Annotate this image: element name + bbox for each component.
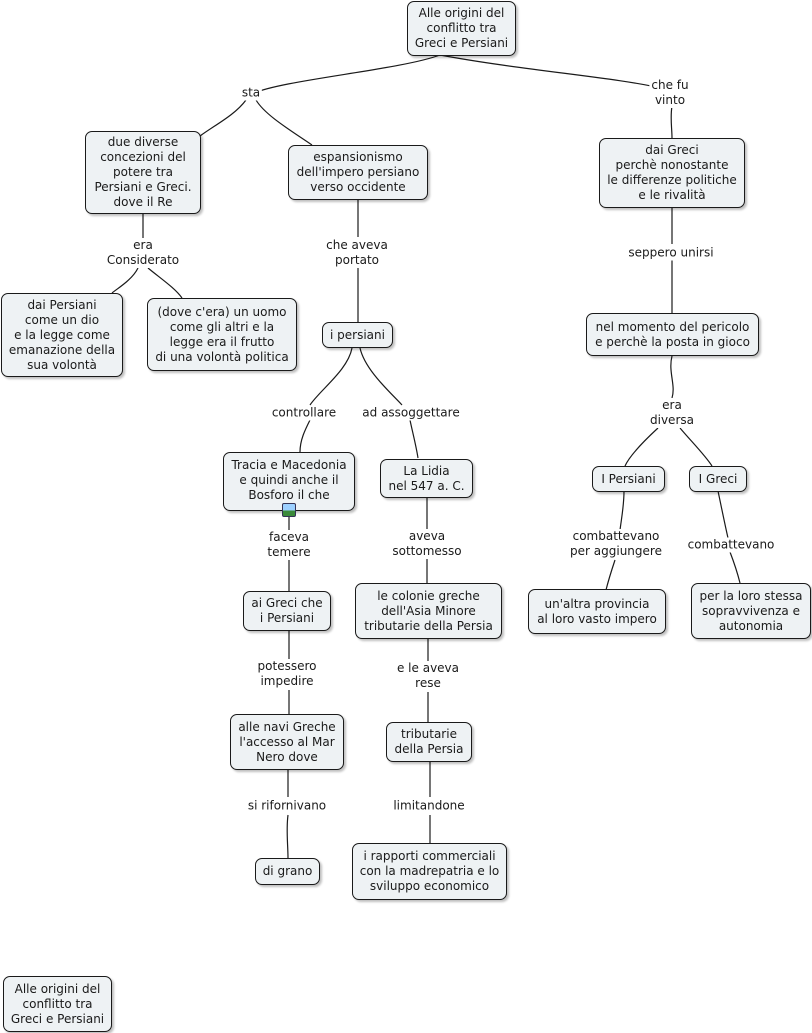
label-sta: sta xyxy=(239,85,263,101)
label-si-rifornivano: si rifornivano xyxy=(245,798,329,814)
node-rapporti-commerciali[interactable]: i rapporti commerciali con la madrepatri… xyxy=(352,843,507,900)
label-combattevano: combattevano xyxy=(685,537,777,553)
node-tributarie[interactable]: tributarie della Persia xyxy=(386,722,472,762)
node-persiani-box[interactable]: I Persiani xyxy=(592,466,665,492)
label-potessero-impedire: potessero impedire xyxy=(255,659,319,689)
node-title-copy[interactable]: Alle origini del conflitto tra Greci e P… xyxy=(3,976,112,1032)
node-ai-greci[interactable]: ai Greci che i Persiani xyxy=(243,591,331,631)
node-colonie-greche[interactable]: le colonie greche dell'Asia Minore tribu… xyxy=(355,583,502,639)
label-controllare: controllare xyxy=(269,405,339,421)
node-due-diverse-concezioni[interactable]: due diverse concezioni del potere tra Pe… xyxy=(85,131,201,214)
node-espansionismo[interactable]: espansionismo dell'impero persiano verso… xyxy=(288,145,428,200)
label-seppero-unirsi: seppero unirsi xyxy=(626,245,716,261)
node-i-persiani[interactable]: i persiani xyxy=(322,322,393,348)
label-faceva-temere: faceva temere xyxy=(265,530,313,560)
node-sopravvivenza[interactable]: per la loro stessa sopravvivenza e auton… xyxy=(691,583,811,639)
label-ad-assoggettare: ad assoggettare xyxy=(360,405,462,421)
node-title[interactable]: Alle origini del conflitto tra Greci e P… xyxy=(407,1,516,56)
label-era-considerato: era Considerato xyxy=(104,238,182,268)
image-icon[interactable] xyxy=(282,503,296,517)
label-che-aveva-portato: che aveva portato xyxy=(324,238,390,268)
node-di-grano[interactable]: di grano xyxy=(255,858,320,885)
node-dai-persiani[interactable]: dai Persiani come un dio e la legge come… xyxy=(1,293,123,377)
label-era-diversa: era diversa xyxy=(648,398,696,428)
label-che-fu-vinto: che fu vinto xyxy=(649,78,691,108)
label-limitandone: limitandone xyxy=(391,798,467,814)
node-la-lidia[interactable]: La Lidia nel 547 a. C. xyxy=(380,459,473,498)
node-navi-greche[interactable]: alle navi Greche l'accesso al Mar Nero d… xyxy=(230,714,344,770)
label-combattevano-per-aggiungere: combattevano per aggiungere xyxy=(568,529,664,559)
label-aveva-sottomesso: aveva sottomesso xyxy=(390,529,464,559)
label-e-le-aveva-rese: e le aveva rese xyxy=(394,661,462,691)
node-greci-box[interactable]: I Greci xyxy=(689,466,747,492)
node-dai-greci[interactable]: dai Greci perchè nonostante le differenz… xyxy=(599,138,745,208)
node-altra-provincia[interactable]: un'altra provincia al loro vasto impero xyxy=(528,589,666,634)
node-nel-momento-del-pericolo[interactable]: nel momento del pericolo e perchè la pos… xyxy=(586,313,759,356)
node-dove-cera-un-uomo[interactable]: (dove c'era) un uomo come gli altri e la… xyxy=(147,298,297,371)
